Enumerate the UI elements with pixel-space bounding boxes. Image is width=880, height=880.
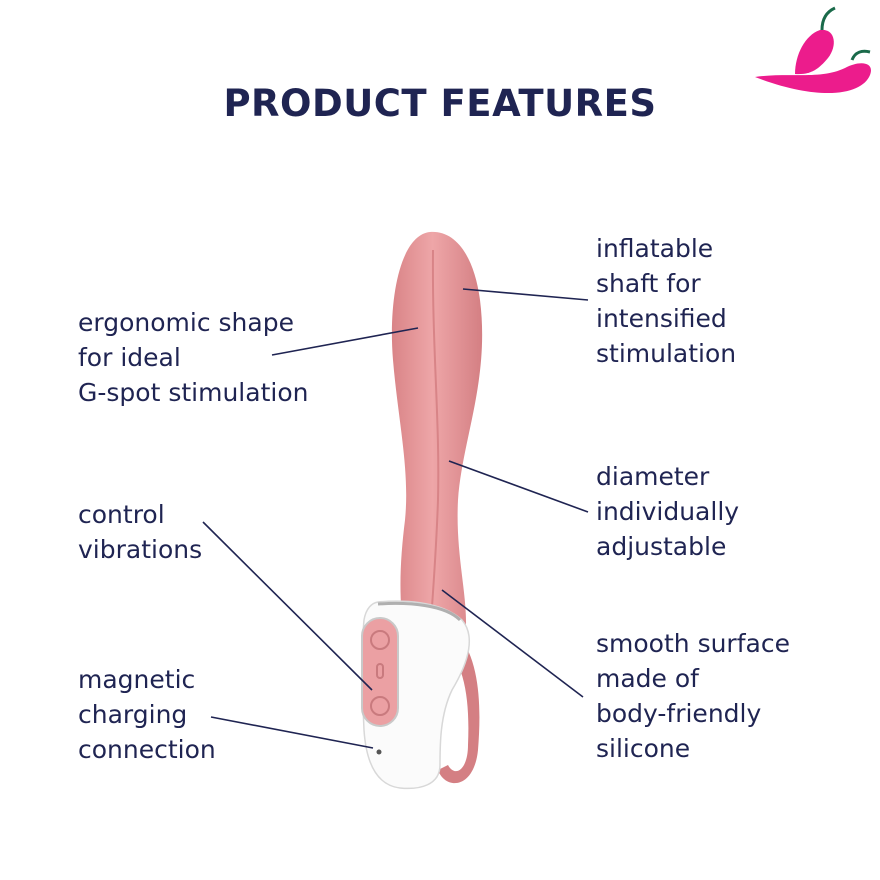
feature-line: magnetic xyxy=(78,665,196,694)
leader-line-charging xyxy=(210,716,374,749)
feature-inflatable-shaft: inflatable shaft for intensified stimula… xyxy=(596,231,736,371)
handle-trim xyxy=(377,601,462,622)
feature-line: made of xyxy=(596,664,699,693)
shaft-seam xyxy=(429,249,440,641)
feature-ergonomic-shape: ergonomic shape for ideal G-spot stimula… xyxy=(78,305,308,410)
mode-button[interactable] xyxy=(376,663,384,679)
page-title: PRODUCT FEATURES xyxy=(223,82,657,125)
feature-line: shaft for xyxy=(596,269,701,298)
feature-line: ergonomic shape xyxy=(78,308,294,337)
feature-line: individually xyxy=(596,497,740,526)
control-panel xyxy=(361,617,399,727)
feature-diameter-adjustable: diameter individually adjustable xyxy=(596,459,739,564)
feature-line: G-spot stimulation xyxy=(78,378,309,407)
feature-smooth-surface: smooth surface made of body-friendly sil… xyxy=(596,626,790,766)
feature-control-vibrations: control vibrations xyxy=(78,497,202,567)
feature-line: adjustable xyxy=(596,532,727,561)
feature-line: body-friendly xyxy=(596,699,762,728)
feature-line: vibrations xyxy=(78,535,203,564)
leader-line-inflatable xyxy=(462,288,589,301)
feature-line: charging xyxy=(78,700,188,729)
feature-line: intensified xyxy=(596,304,727,333)
feature-line: inflatable xyxy=(596,234,714,263)
chili-pepper-logo xyxy=(755,6,871,94)
feature-line: smooth surface xyxy=(596,629,790,658)
leader-lines xyxy=(202,288,589,749)
feature-line: diameter xyxy=(596,462,710,491)
feature-line: connection xyxy=(78,735,216,764)
feature-line: silicone xyxy=(596,734,691,763)
inflate-button[interactable] xyxy=(370,696,390,716)
feature-line: control xyxy=(78,500,165,529)
leader-line-surface xyxy=(441,589,584,698)
leader-line-control xyxy=(202,521,373,691)
feature-line: for ideal xyxy=(78,343,181,372)
handle-ring xyxy=(438,620,480,784)
power-button[interactable] xyxy=(370,630,390,650)
feature-line: stimulation xyxy=(596,339,737,368)
leader-line-ergonomic xyxy=(271,327,419,356)
charging-port xyxy=(376,749,382,755)
leader-line-diameter xyxy=(448,460,589,513)
feature-magnetic-charging: magnetic charging connection xyxy=(78,662,216,767)
